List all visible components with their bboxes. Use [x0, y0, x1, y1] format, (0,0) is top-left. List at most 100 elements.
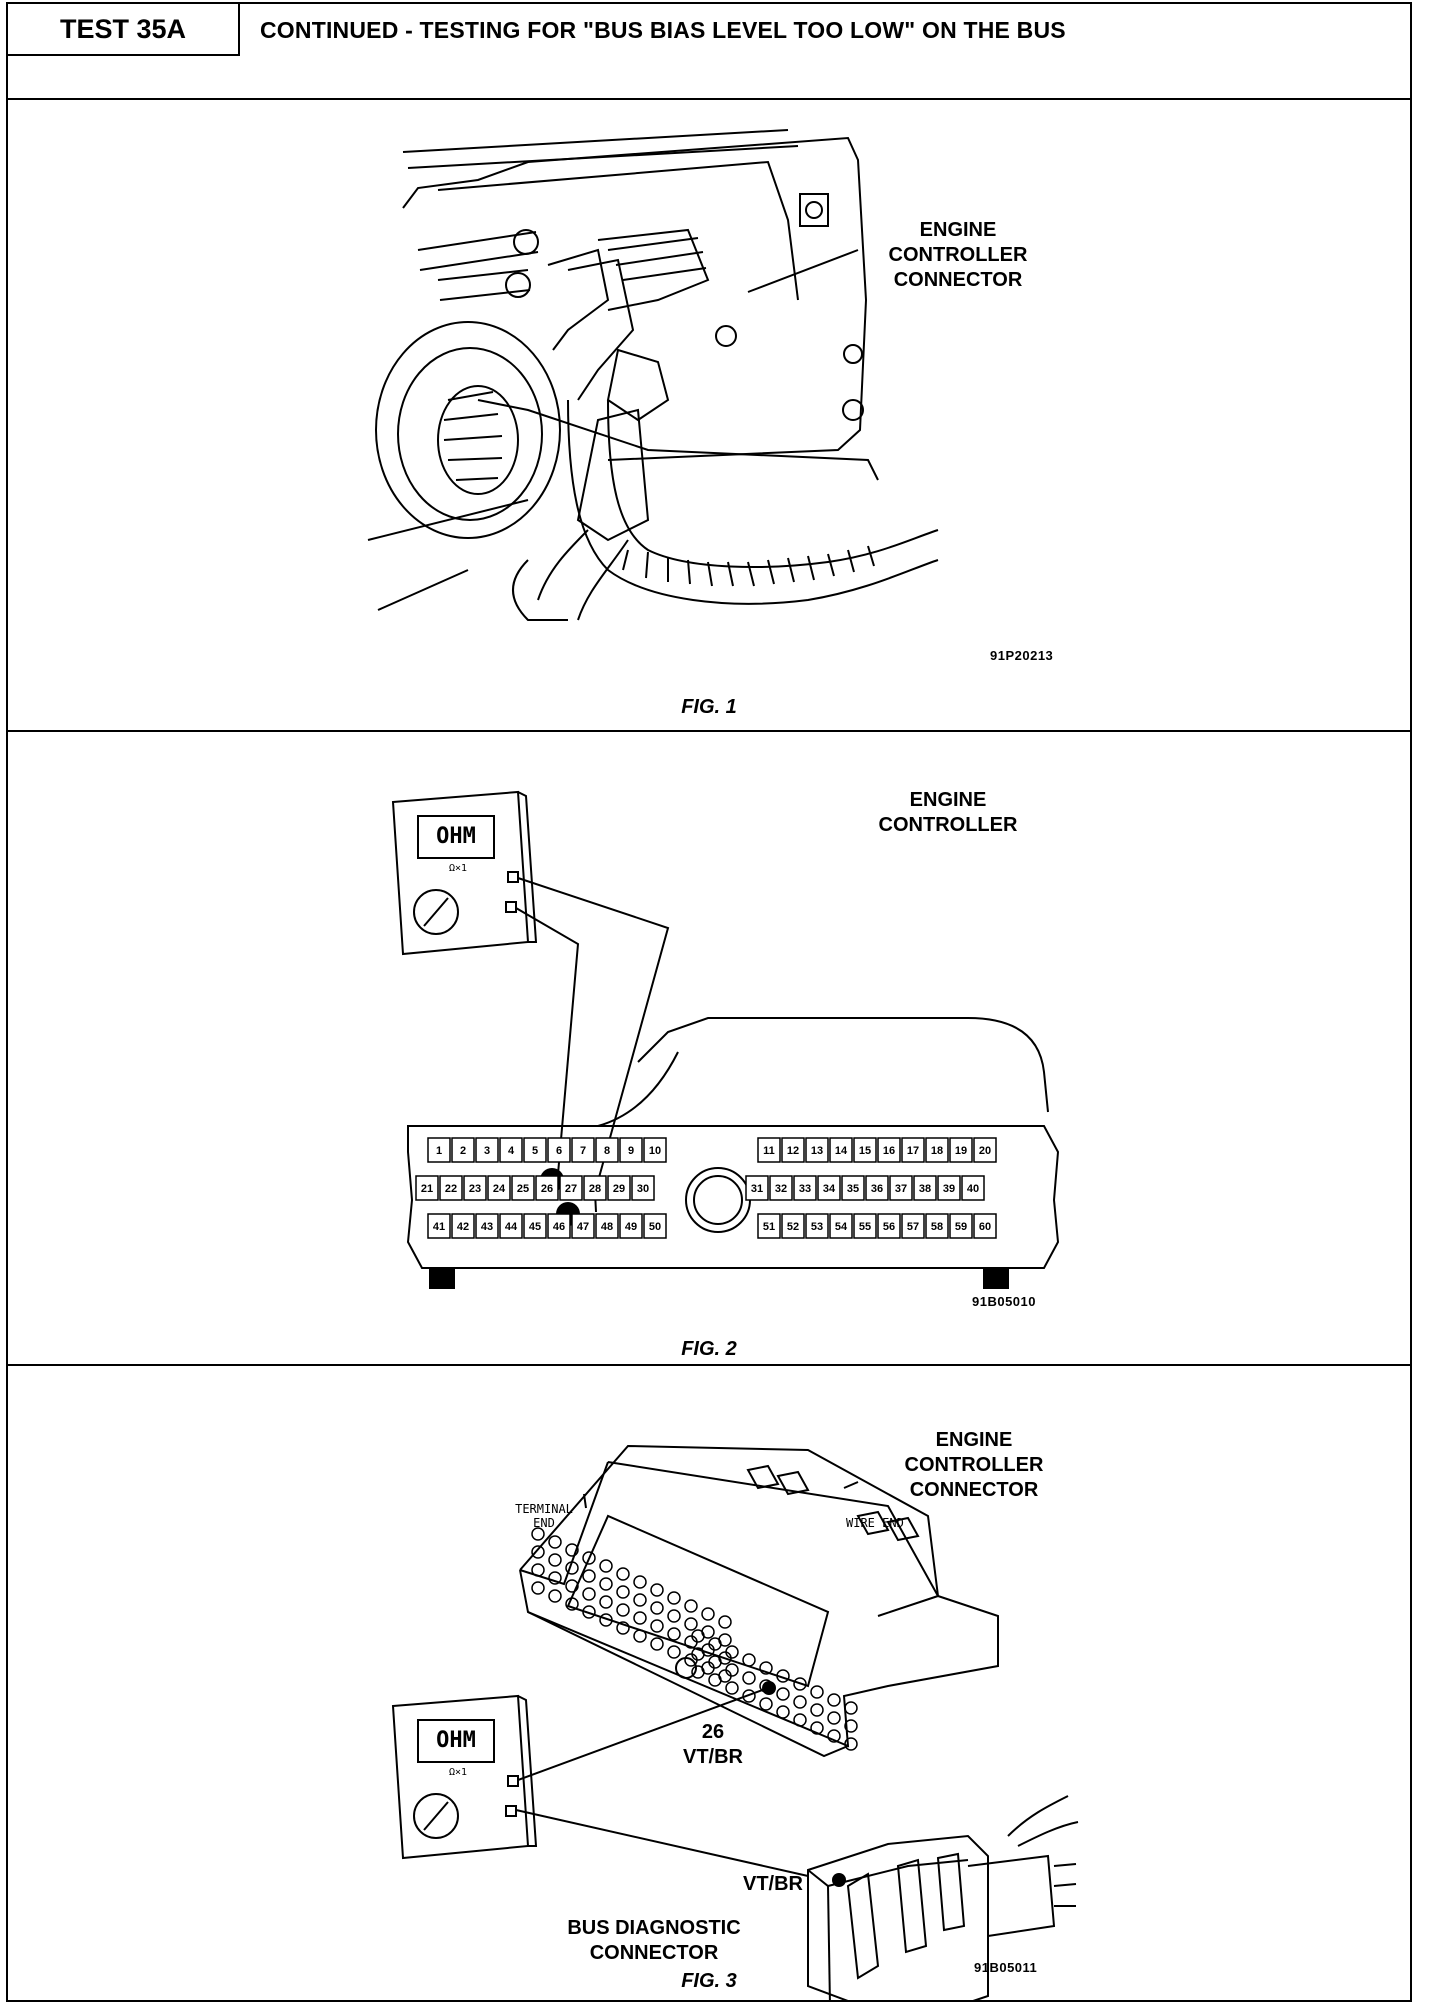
- connector-pin: [667, 1591, 681, 1605]
- pin-number: 17: [907, 1145, 919, 1157]
- connector-pin: [810, 1721, 824, 1735]
- pin-cell: [913, 1175, 937, 1201]
- pin-cell: [547, 1213, 571, 1239]
- pin-cell: [595, 1137, 619, 1163]
- pin-number: 46: [553, 1221, 565, 1233]
- connector-pin: [691, 1647, 705, 1661]
- connector-pin: [548, 1571, 562, 1585]
- probe-diag-vtbr: [832, 1873, 846, 1887]
- fig1-label-line3: CONNECTOR: [893, 269, 1023, 291]
- pin-number: 55: [859, 1221, 871, 1233]
- pin-cell: [745, 1175, 769, 1201]
- pin-cell: [925, 1213, 949, 1239]
- connector-pin: [531, 1545, 545, 1559]
- connector-pin: [718, 1615, 732, 1629]
- connector-pin: [827, 1693, 841, 1707]
- pin-cell: [475, 1213, 499, 1239]
- pin-cell: [499, 1213, 523, 1239]
- pin-number: 34: [823, 1183, 836, 1195]
- fig3-caption: FIG. 3: [681, 1970, 737, 1992]
- connector-pin: [599, 1577, 613, 1591]
- fig1-drawing-code: 91P20213: [990, 648, 1054, 663]
- connector-pin: [616, 1567, 630, 1581]
- pin-number: 60: [979, 1221, 991, 1233]
- connector-pin: [759, 1697, 773, 1711]
- connector-pin: [633, 1611, 647, 1625]
- connector-pin: [667, 1609, 681, 1623]
- pin-number: 43: [481, 1221, 493, 1233]
- pin-number: 4: [508, 1145, 515, 1157]
- fig2-label-line2: CONTROLLER: [878, 814, 1018, 836]
- fig3-label-line1: ENGINE: [935, 1429, 1013, 1451]
- connector-pin: [708, 1655, 722, 1669]
- connector-pin: [599, 1595, 613, 1609]
- pin-cell: [769, 1175, 793, 1201]
- fig3-wire-end-label: WIRE END: [846, 1516, 904, 1530]
- pin-cell: [805, 1137, 829, 1163]
- pin-number: 37: [895, 1183, 907, 1195]
- connector-pin: [827, 1711, 841, 1725]
- connector-pin: [776, 1687, 790, 1701]
- connector-pin: [742, 1671, 756, 1685]
- pin-number: 22: [445, 1183, 457, 1195]
- pin-number: 29: [613, 1183, 625, 1195]
- connector-pin: [759, 1661, 773, 1675]
- pin-cell: [451, 1137, 475, 1163]
- connector-pin: [531, 1581, 545, 1595]
- fig2-label: ENGINE CONTROLLER: [848, 788, 1048, 838]
- connector-pin: [667, 1645, 681, 1659]
- pin-number: 13: [811, 1145, 823, 1157]
- document-page: TEST 35A CONTINUED - TESTING FOR "BUS BI…: [6, 2, 1412, 2002]
- pin-number: 48: [601, 1221, 613, 1233]
- terminal-end-line2: END: [533, 1516, 555, 1530]
- fig1-label-line2: CONTROLLER: [888, 244, 1028, 266]
- pin-cell: [559, 1175, 583, 1201]
- pin-cell: [973, 1137, 997, 1163]
- pin-cell: [571, 1137, 595, 1163]
- pin-cell: [499, 1137, 523, 1163]
- connector-pin: [565, 1561, 579, 1575]
- pin-number: 21: [421, 1183, 433, 1195]
- pin-cell: [595, 1213, 619, 1239]
- fig3-pin-number: 26: [701, 1721, 725, 1743]
- connector-pin: [650, 1637, 664, 1651]
- connector-pin: [616, 1585, 630, 1599]
- pin-number: 27: [565, 1183, 577, 1195]
- connector-pin: [582, 1587, 596, 1601]
- pin-number: 24: [493, 1183, 506, 1195]
- fig1-label: ENGINE CONTROLLER CONNECTOR: [858, 218, 1058, 293]
- connector-pin: [616, 1603, 630, 1617]
- pin-number: 3: [484, 1145, 490, 1157]
- fig3-label-line2: CONTROLLER: [904, 1454, 1044, 1476]
- page-header: TEST 35A CONTINUED - TESTING FOR "BUS BI…: [8, 4, 1410, 100]
- connector-pin: [827, 1729, 841, 1743]
- fig3-pin-label: 26 VT/BR: [668, 1720, 758, 1770]
- connector-pin: [793, 1677, 807, 1691]
- pin-cell: [877, 1213, 901, 1239]
- pin-cell: [889, 1175, 913, 1201]
- pin-number: 11: [763, 1145, 775, 1157]
- connector-pin: [633, 1629, 647, 1643]
- connector-pin: [691, 1665, 705, 1679]
- pin-number: 59: [955, 1221, 967, 1233]
- pin-number: 2: [460, 1145, 466, 1157]
- connector-pin: [725, 1663, 739, 1677]
- fig3-bus-label: BUS DIAGNOSTIC CONNECTOR: [544, 1916, 764, 1966]
- pin-number: 9: [628, 1145, 634, 1157]
- pin-number: 41: [433, 1221, 445, 1233]
- connector-pin: [701, 1607, 715, 1621]
- pin-cell: [757, 1137, 781, 1163]
- connector-pin: [582, 1569, 596, 1583]
- page-title: CONTINUED - TESTING FOR "BUS BIAS LEVEL …: [260, 17, 1066, 43]
- fig2-meter-range: Ω×1: [448, 863, 468, 874]
- pin-cell: [571, 1213, 595, 1239]
- connector-pin: [776, 1669, 790, 1683]
- pin-cell: [925, 1137, 949, 1163]
- connector-pin: [810, 1703, 824, 1717]
- pin-number: 32: [775, 1183, 787, 1195]
- connector-pin: [844, 1719, 858, 1733]
- connector-pin: [633, 1593, 647, 1607]
- pin-number: 35: [847, 1183, 859, 1195]
